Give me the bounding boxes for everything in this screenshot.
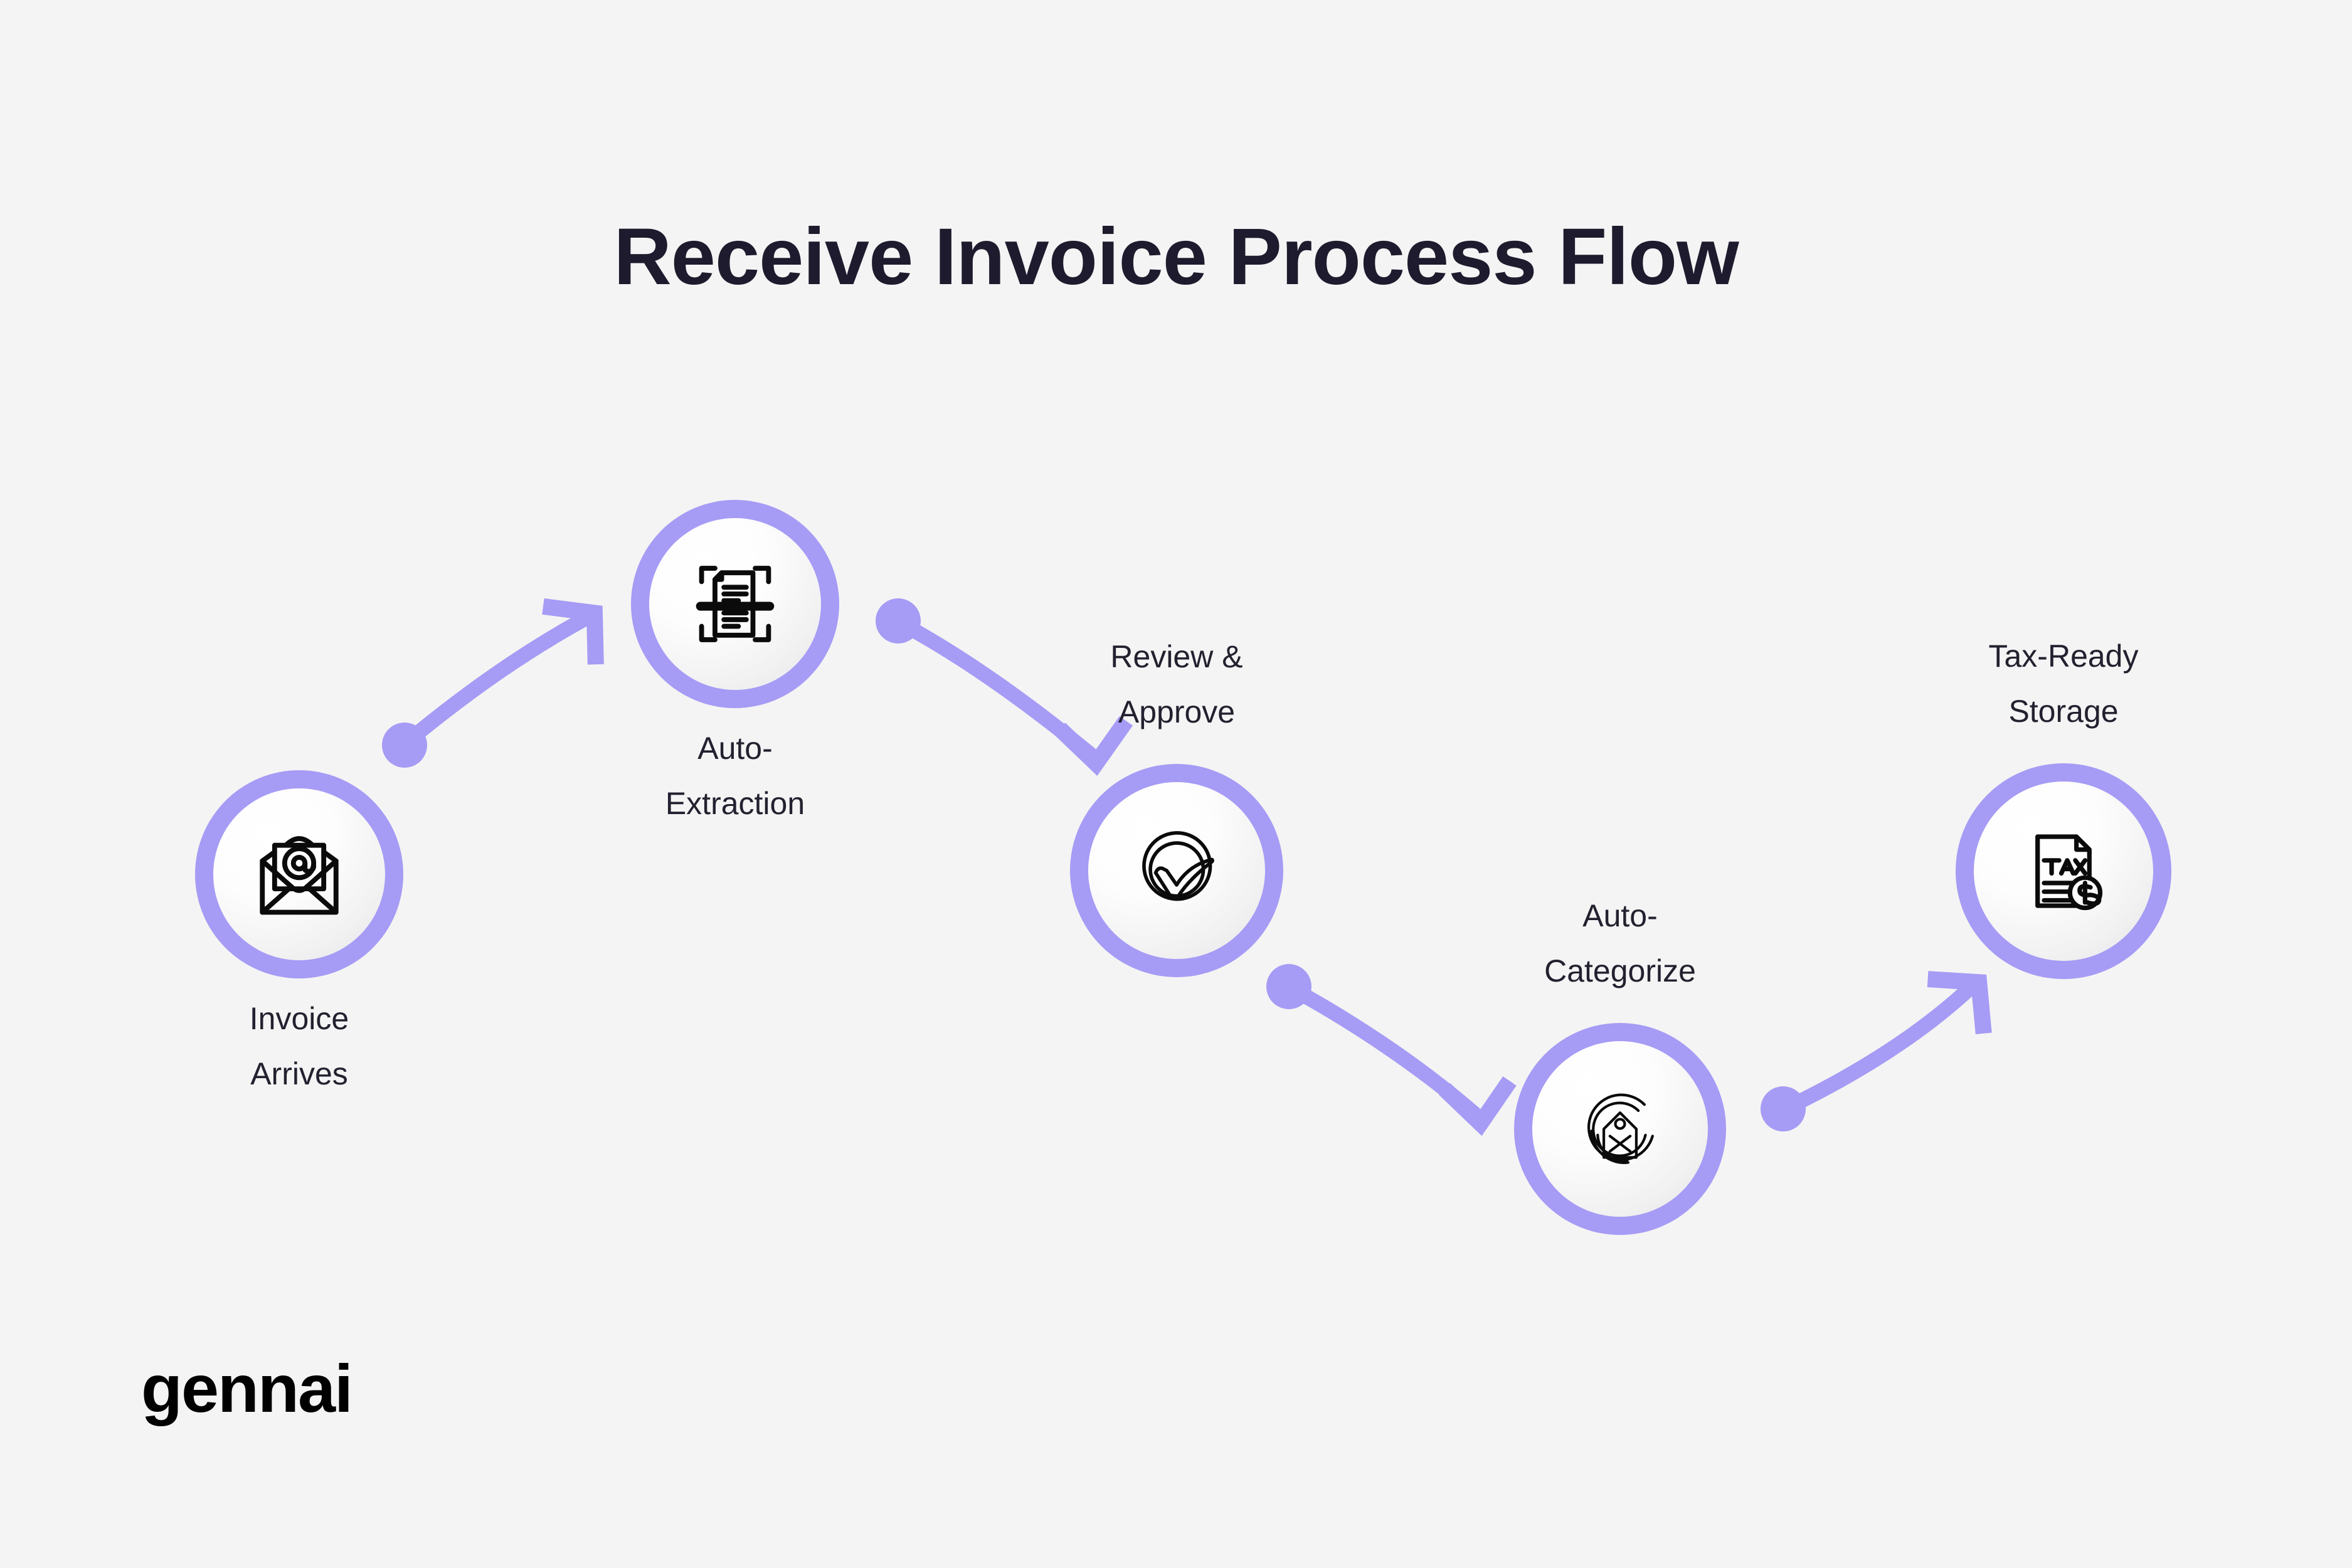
node-label-review-approve: Review & Approve: [1110, 639, 1243, 729]
node-label-auto-categorize: Auto- Categorize: [1544, 898, 1696, 988]
node-ring: [1070, 764, 1283, 977]
node-inner-disc: [1974, 781, 2153, 961]
connector-4-start-dot: [1761, 1086, 1806, 1131]
page-title: Receive Invoice Process Flow: [613, 211, 1739, 302]
connector-4-line: [1785, 982, 1976, 1113]
connector-2-start-dot: [876, 598, 921, 644]
email-envelope-at-icon: [260, 836, 339, 915]
connector-1-arrowhead: [542, 598, 604, 665]
node-ring: [195, 770, 403, 978]
node-inner-disc: [1532, 1041, 1708, 1217]
node-ring: [631, 500, 839, 708]
connector-1-start-dot: [382, 723, 427, 768]
node-inner-disc: [1088, 782, 1265, 959]
node-tax-ready-storage[interactable]: Tax-Ready Storage: [1956, 638, 2171, 979]
node-inner-disc: [213, 788, 385, 960]
node-ring: [1514, 1023, 1726, 1235]
circled-checkmark-icon: [1142, 831, 1214, 901]
node-label-auto-extraction: Auto- Extraction: [665, 731, 805, 821]
node-review-approve[interactable]: Review & Approve: [1070, 639, 1283, 977]
node-label-tax-ready-storage: Tax-Ready Storage: [1988, 638, 2139, 729]
node-auto-categorize[interactable]: Auto- Categorize: [1514, 898, 1726, 1235]
node-auto-extraction[interactable]: Auto- Extraction: [631, 500, 839, 821]
tax-document-dollar-icon: [2035, 834, 2103, 911]
node-ring: [1956, 763, 2171, 979]
node-label-invoice-arrives: Invoice Arrives: [249, 1001, 349, 1091]
node-inner-disc: [649, 518, 821, 690]
node-invoice-arrives[interactable]: Invoice Arrives: [195, 770, 403, 1091]
document-scan-icon: [696, 566, 775, 642]
connector-3-arrowhead: [1439, 1076, 1517, 1136]
connector-3-line: [1292, 985, 1486, 1125]
brand-logo: gennai: [141, 1350, 353, 1426]
price-tag-icon: [1587, 1093, 1654, 1164]
